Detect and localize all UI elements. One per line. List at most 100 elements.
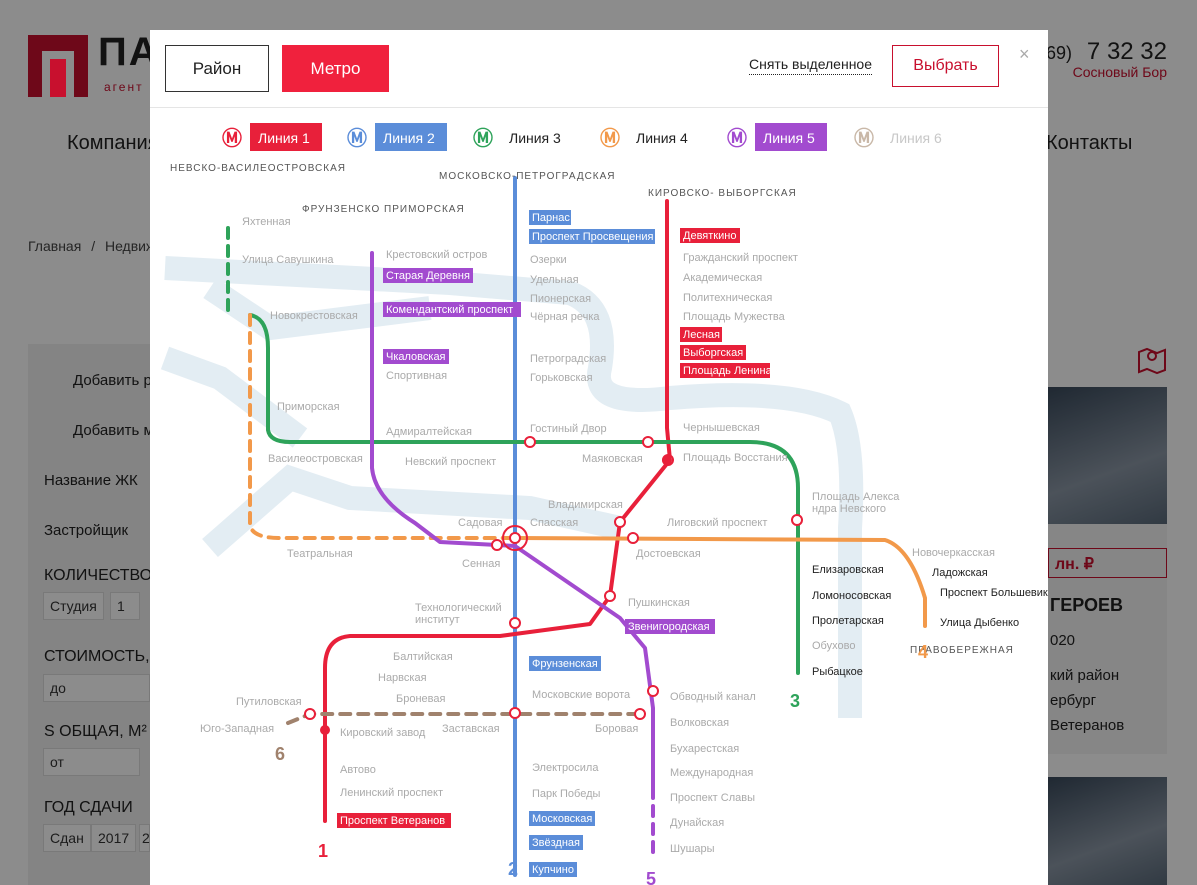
station-label[interactable]: Звенигородская xyxy=(628,621,710,633)
rooms-1[interactable]: 1 xyxy=(110,592,140,620)
station-label[interactable]: Пушкинская xyxy=(628,597,690,609)
station-label[interactable]: Московские ворота xyxy=(532,689,631,701)
station-label[interactable]: Гостиный Двор xyxy=(530,423,607,435)
choose-button[interactable]: Выбрать xyxy=(892,45,999,87)
listing-title[interactable]: ГЕРОЕВ xyxy=(1050,595,1123,615)
station-label[interactable]: Приморская xyxy=(277,401,340,413)
logo[interactable] xyxy=(28,35,88,97)
station-label[interactable]: Комендантский проспект xyxy=(386,304,513,316)
station-label[interactable]: Волковская xyxy=(670,717,729,729)
station-label[interactable]: Владимирская xyxy=(548,499,623,511)
station-label[interactable]: Купчино xyxy=(532,864,574,876)
station-label[interactable]: Новочеркасская xyxy=(912,547,995,559)
year-2018[interactable]: 2 xyxy=(139,824,150,852)
station-label[interactable]: Ломоносовская xyxy=(812,590,891,602)
station-label[interactable]: Девяткино xyxy=(683,230,736,242)
tab-metro[interactable]: Метро xyxy=(282,45,389,92)
station-label[interactable]: институт xyxy=(415,614,460,626)
station-label[interactable]: Проспект Большевиков xyxy=(940,587,1048,599)
complex-name-field[interactable]: Название ЖК xyxy=(44,472,138,489)
station-label[interactable]: Пионерская xyxy=(530,293,591,305)
station-label[interactable]: ндра Невского xyxy=(812,503,886,515)
station-label[interactable]: Улица Савушкина xyxy=(242,254,334,266)
close-icon[interactable]: × xyxy=(1019,44,1030,64)
listing-photo[interactable] xyxy=(1048,387,1167,524)
legend-line-4[interactable]: Линия 4 xyxy=(636,130,688,146)
listing-card[interactable] xyxy=(1048,524,1167,754)
station-label[interactable]: Нарвская xyxy=(378,672,427,684)
station-label[interactable]: Спортивная xyxy=(386,370,447,382)
station-label[interactable]: Обводный канал xyxy=(670,691,756,703)
station-label[interactable]: Политехническая xyxy=(683,292,772,304)
station-label[interactable]: Улица Дыбенко xyxy=(940,617,1019,629)
station-label[interactable]: Проспект Славы xyxy=(670,792,755,804)
station-label[interactable]: Горьковская xyxy=(530,372,593,384)
station-label[interactable]: Василеостровская xyxy=(268,453,363,465)
year-2017[interactable]: 2017 xyxy=(91,824,137,852)
tab-district[interactable]: Район xyxy=(165,45,269,92)
station-label[interactable]: Петроградская xyxy=(530,353,606,365)
station-label[interactable]: Спасская xyxy=(530,517,578,529)
listing-photo-2[interactable] xyxy=(1048,777,1167,885)
station-label[interactable]: Достоевская xyxy=(636,548,701,560)
phone-number[interactable]: 7 32 32 xyxy=(1086,38,1167,65)
station-label[interactable]: Лесная xyxy=(683,329,720,341)
legend-line-3[interactable]: Линия 3 xyxy=(509,130,561,146)
station-label[interactable]: Московская xyxy=(532,813,592,825)
add-district-link[interactable]: Добавить р xyxy=(73,372,152,389)
station-label[interactable]: Технологический xyxy=(415,602,502,614)
station-label[interactable]: Чёрная речка xyxy=(530,311,600,323)
station-label[interactable]: Удельная xyxy=(530,274,579,286)
station-label[interactable]: Академическая xyxy=(683,272,762,284)
station-label[interactable]: Проспект Просвещения xyxy=(532,231,653,243)
city-link[interactable]: Сосновый Бор xyxy=(1072,64,1167,80)
station-label[interactable]: Автово xyxy=(340,764,376,776)
station-label[interactable]: Юго-Западная xyxy=(200,723,274,735)
station-label[interactable]: Бухарестская xyxy=(670,743,739,755)
station-label[interactable]: Шушары xyxy=(670,843,715,855)
station-label[interactable]: Проспект Ветеранов xyxy=(340,815,445,827)
station-label[interactable]: Озерки xyxy=(530,254,567,266)
rooms-studio[interactable]: Студия xyxy=(43,592,104,620)
station-label[interactable]: Фрунзенская xyxy=(532,658,598,670)
station-label[interactable]: Балтийская xyxy=(393,651,453,663)
legend-line-6[interactable]: Линия 6 xyxy=(890,130,942,146)
station-label[interactable]: Невский проспект xyxy=(405,456,496,468)
station-label[interactable]: Лиговский проспект xyxy=(667,517,767,529)
station-label[interactable]: Сенная xyxy=(462,558,500,570)
station-label[interactable]: Рыбацкое xyxy=(812,666,863,678)
station-label[interactable]: Путиловская xyxy=(236,696,302,708)
station-label[interactable]: Боровая xyxy=(595,723,638,735)
station-label[interactable]: Обухово xyxy=(812,640,855,652)
station-label[interactable]: Елизаровская xyxy=(812,564,884,576)
legend-line-2[interactable]: Линия 2 xyxy=(383,130,435,146)
breadcrumb-current[interactable]: Недвиж xyxy=(104,238,156,254)
station-label[interactable]: Чкаловская xyxy=(386,351,446,363)
station-label[interactable]: Электросила xyxy=(532,762,599,774)
station-label[interactable]: Парк Победы xyxy=(532,788,601,800)
station-label[interactable]: Пролетарская xyxy=(812,615,884,627)
price-to-input[interactable]: до xyxy=(43,674,150,702)
station-label[interactable]: Броневая xyxy=(396,693,445,705)
station-label[interactable]: Площадь Алекса xyxy=(812,491,900,503)
developer-field[interactable]: Застройщик xyxy=(44,522,129,539)
station-label[interactable]: Площадь Ленина xyxy=(683,365,773,377)
clear-selection-link[interactable]: Снять выделенное xyxy=(749,56,872,75)
station-label[interactable]: Ладожская xyxy=(932,567,988,579)
year-built[interactable]: Сдан xyxy=(43,824,91,852)
station-label[interactable]: Парнас xyxy=(532,212,570,224)
nav-company[interactable]: Компания xyxy=(67,132,159,154)
map-icon[interactable] xyxy=(1136,344,1168,376)
station-label[interactable]: Крестовский остров xyxy=(386,249,487,261)
station-label[interactable]: Площадь Восстания xyxy=(683,452,788,464)
station-label[interactable]: Площадь Мужества xyxy=(683,311,786,323)
station-label[interactable]: Международная xyxy=(670,767,753,779)
station-label[interactable]: Кировский завод xyxy=(340,727,426,739)
legend-line-5[interactable]: Линия 5 xyxy=(763,130,815,146)
station-label[interactable]: Садовая xyxy=(458,517,503,529)
station-label[interactable]: Звёздная xyxy=(532,837,580,849)
area-from-input[interactable]: от xyxy=(43,748,140,776)
station-label[interactable]: Яхтенная xyxy=(242,216,291,228)
station-label[interactable]: Чернышевская xyxy=(683,422,760,434)
